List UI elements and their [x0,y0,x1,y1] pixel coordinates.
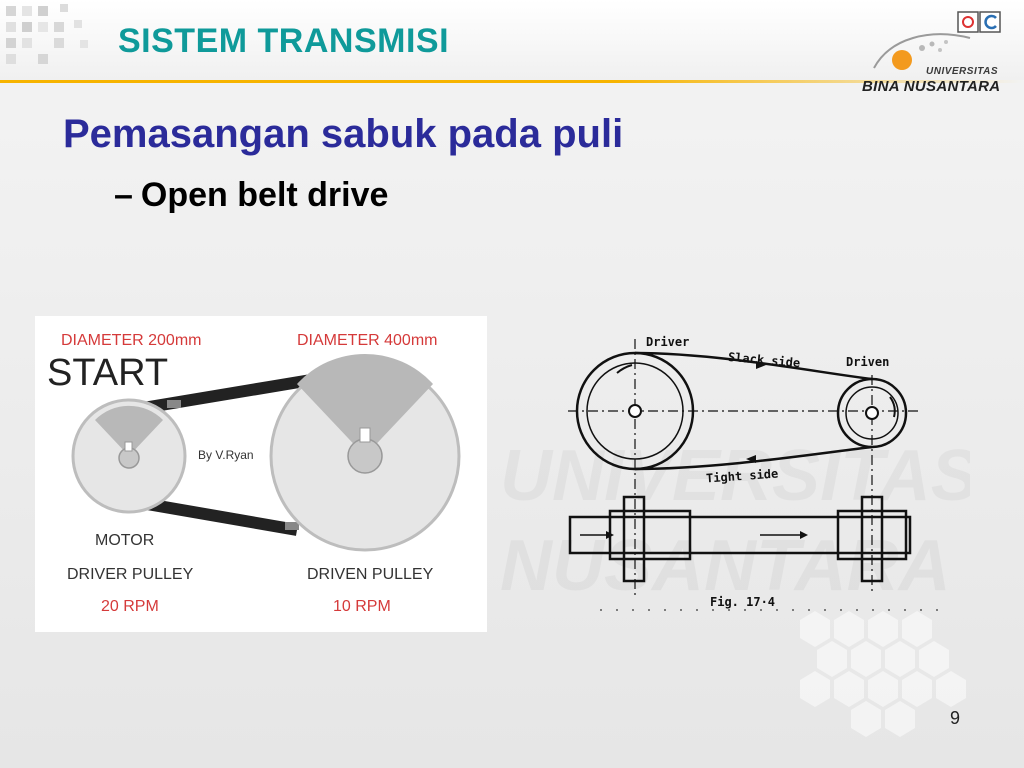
label-credit: By V.Ryan [198,448,254,462]
header-band [0,0,1024,80]
driven-pulley-side [836,509,908,561]
label-driven-pulley: DRIVEN PULLEY [307,566,434,583]
bullet-text: Open belt drive [140,176,389,214]
header-accent-rule [0,80,1024,83]
belt-slack-side [634,351,873,381]
belt-tight-side [634,445,873,471]
driven-pulley-hub [347,438,383,474]
label-motor: MOTOR [95,532,155,549]
figure-caption: Fig. 17·4 [710,595,776,609]
belt-joint [285,522,299,530]
belt-side-view [568,515,912,555]
belt-bottom [145,498,299,536]
slack-arrow [756,361,766,369]
label-diameter-400: DIAMETER 400mm [297,332,438,349]
label-driver-rpm: 20 RPM [101,598,159,615]
logo-line-bina-nusantara: BINA NUSANTARA [862,78,1001,95]
label-driven-rpm: 10 RPM [333,598,391,615]
driver-pulley-sector [95,405,163,456]
driver-shaft [622,495,646,583]
background-watermark: UNIVERSITAS NUSANTARA [500,436,970,606]
driven-shaft [860,495,884,583]
label-start: START [47,352,169,394]
label-driven: Driven [846,355,890,369]
technical-drawing [568,339,940,611]
open-belt-technical-drawing: Driver Slack side Driven Tight side Fig.… [560,325,960,620]
tight-arrow [746,455,756,463]
decorative-squares [6,4,88,64]
driven-pulley-sector [297,353,433,456]
background-hexagons [800,611,966,737]
bullet-open-belt-drive: –Open belt drive [114,176,388,215]
belt-joint [167,400,181,408]
page-number: 9 [950,708,961,728]
label-driver: Driver [646,335,690,349]
university-logo: UNIVERSITAS BINA NUSANTARA [860,8,1010,98]
belt-drive-illustration: DIAMETER 200mm DIAMETER 400mm START By V… [35,316,487,632]
slide-title: SISTEM TRANSMISI [118,22,450,60]
label-diameter-200: DIAMETER 200mm [61,332,202,349]
rotation-arrow-driver [616,364,633,374]
logo-icons [873,11,1001,70]
driver-pulley-key [124,441,133,452]
driven-pulley-key [359,427,371,443]
rotation-arrow-driven [889,396,896,418]
bullet-dash: – [114,176,133,214]
watermark-line-1: UNIVERSITAS [500,436,970,516]
watermark-line-2: NUSANTARA [500,526,951,606]
belt-drive-drawing [71,353,461,552]
logo-line-universitas: UNIVERSITAS [926,66,998,77]
slide-heading: Pemasangan sabuk pada puli [63,112,624,156]
label-driver-pulley: DRIVER PULLEY [67,566,194,583]
